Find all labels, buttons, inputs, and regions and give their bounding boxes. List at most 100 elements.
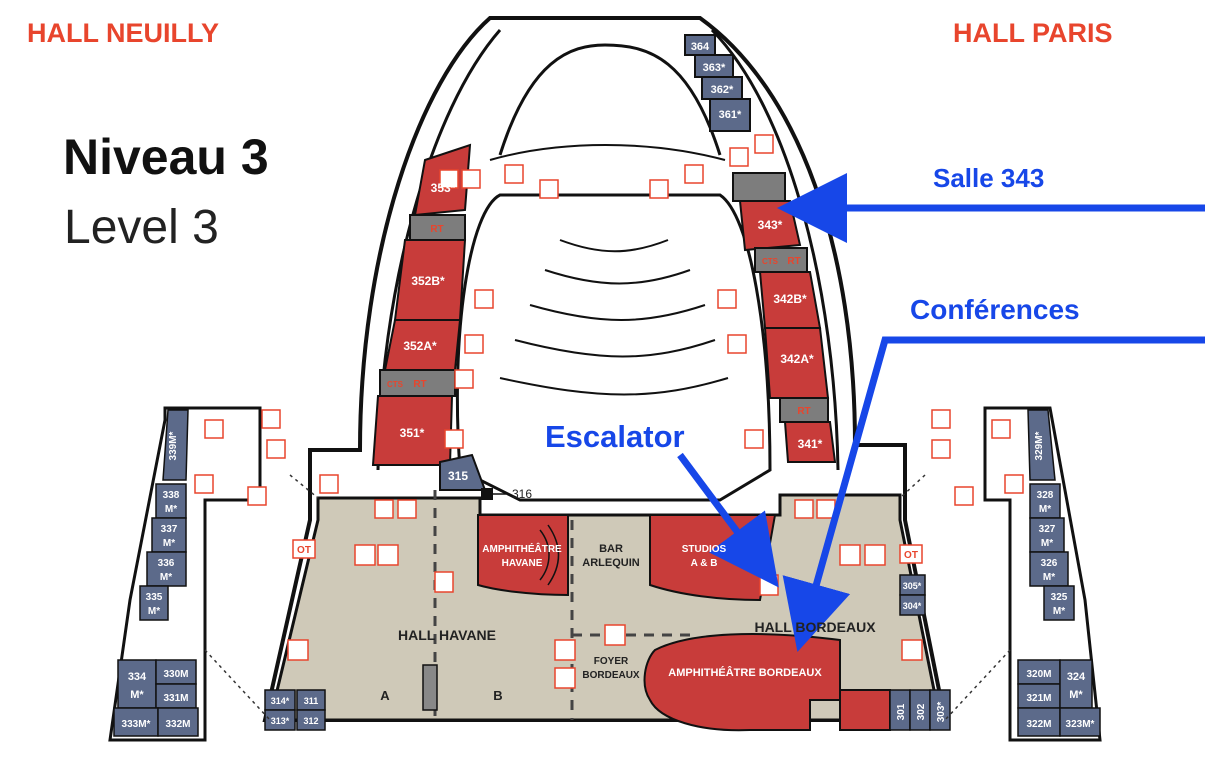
seating-row — [499, 377, 729, 396]
restroom-icon — [374, 499, 394, 519]
room-332m[interactable] — [157, 707, 199, 737]
room-361[interactable] — [709, 98, 751, 132]
label-zone-b: B — [493, 688, 502, 703]
room-328[interactable] — [1029, 483, 1061, 519]
label-ot-left: OT — [297, 545, 311, 556]
label-326m: M* — [1043, 572, 1055, 583]
elevator-icon — [319, 474, 339, 494]
label-cts-right: CTS — [762, 257, 779, 266]
label-foyer-1: FOYER — [594, 656, 629, 667]
elevator-icon — [454, 369, 474, 389]
room-333m[interactable] — [113, 707, 159, 737]
stairs-icon — [354, 544, 376, 566]
arrow-escalator — [677, 452, 779, 588]
label-353: 353* — [431, 181, 456, 195]
room-312[interactable] — [296, 709, 326, 731]
seating-row — [544, 269, 691, 285]
label-314: 314* — [271, 696, 290, 706]
service-rt-right — [779, 397, 829, 423]
restroom-icon — [754, 134, 774, 154]
label-312: 312 — [303, 716, 318, 726]
room-329m[interactable] — [1027, 409, 1056, 481]
pillar — [422, 664, 438, 711]
level-subtitle: Level 3 — [64, 201, 219, 254]
label-313: 313* — [271, 716, 290, 726]
restroom-icon — [901, 639, 923, 661]
label-337: 337 — [161, 524, 178, 535]
room-341[interactable] — [783, 421, 837, 463]
restroom-icon — [649, 179, 669, 199]
label-amphi-havane-1: AMPHITHÉÂTRE — [482, 542, 562, 555]
room-303[interactable] — [929, 689, 951, 731]
room-323m[interactable] — [1059, 707, 1101, 737]
room-338[interactable] — [155, 483, 187, 519]
label-361: 361* — [719, 109, 742, 121]
room-324[interactable] — [1059, 659, 1093, 709]
label-326: 326 — [1041, 558, 1058, 569]
hall-paris-label: HALL PARIS — [953, 18, 1113, 48]
label-331m: 331M — [163, 693, 188, 704]
restroom-icon — [794, 499, 814, 519]
label-328: 328 — [1037, 490, 1054, 501]
label-bar-1: BAR — [599, 543, 623, 555]
restroom-icon — [727, 334, 747, 354]
amphi-havane[interactable] — [477, 514, 569, 597]
restroom-icon — [729, 147, 749, 167]
label-303: 303* — [936, 702, 947, 723]
label-zone-a: A — [380, 688, 390, 703]
annotation-salle-343: Salle 343 — [933, 163, 1045, 193]
restroom-icon — [439, 169, 459, 189]
wing-link-dotted — [204, 649, 271, 721]
stairs-icon — [931, 409, 951, 429]
label-324m: M* — [1069, 689, 1083, 701]
label-ot-right: OT — [904, 550, 918, 561]
auditorium-balcony — [498, 43, 722, 156]
room-322m[interactable] — [1017, 707, 1061, 737]
room-325[interactable] — [1043, 585, 1075, 621]
restroom-icon — [1004, 474, 1024, 494]
label-352b: 352B* — [411, 274, 445, 288]
label-341: 341* — [798, 437, 823, 451]
room-304[interactable] — [899, 594, 926, 616]
label-342b: 342B* — [773, 292, 807, 306]
label-322m: 322M — [1026, 719, 1051, 730]
label-321m: 321M — [1026, 693, 1051, 704]
label-352a: 352A* — [403, 339, 437, 353]
label-336: 336 — [158, 558, 175, 569]
label-338: 338 — [163, 490, 180, 501]
restroom-icon — [684, 164, 704, 184]
label-351: 351* — [400, 426, 425, 440]
room-337[interactable] — [151, 517, 187, 553]
escalator-icon — [759, 574, 779, 596]
label-rt-left-2: RT — [413, 379, 426, 390]
label-362: 362* — [711, 84, 734, 96]
amenity-icons — [194, 134, 1024, 689]
label-315: 315 — [448, 469, 468, 483]
annotation-escalator: Escalator — [545, 419, 685, 454]
seating-row — [529, 304, 706, 321]
wing-link-dotted — [899, 474, 926, 499]
room-335[interactable] — [139, 585, 169, 621]
stairs-icon — [261, 409, 281, 429]
label-330m: 330M — [163, 669, 188, 680]
restroom-icon — [744, 429, 764, 449]
restroom-icon — [539, 179, 559, 199]
label-327: 327 — [1039, 524, 1056, 535]
right-room-column — [684, 34, 837, 463]
label-amphi-bordeaux: AMPHITHÉÂTRE BORDEAUX — [668, 666, 822, 679]
room-313[interactable] — [264, 709, 296, 731]
label-335: 335 — [146, 592, 163, 603]
label-studios-1: STUDIOS — [682, 544, 727, 555]
amphi-bordeaux[interactable] — [643, 633, 841, 732]
label-316: 316 — [512, 487, 532, 501]
room-339m[interactable] — [162, 409, 189, 481]
room-336[interactable] — [146, 551, 187, 587]
restroom-icon — [194, 474, 214, 494]
elevator-icon — [464, 334, 484, 354]
ot-box-icon — [899, 544, 923, 564]
label-328m: M* — [1039, 504, 1051, 515]
label-334: 334 — [128, 671, 147, 683]
label-320m: 320M — [1026, 669, 1051, 680]
label-325m: M* — [1053, 606, 1065, 617]
